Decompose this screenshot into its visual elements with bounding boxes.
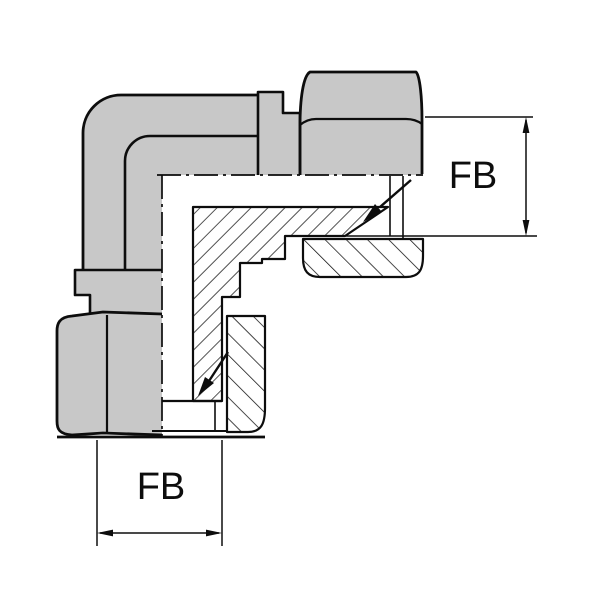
section-hatching [191, 205, 425, 434]
elbow-inner-contour [123, 134, 258, 270]
bottom-swivel-nut [57, 312, 162, 435]
dimension-label-fb-top: FB [449, 155, 498, 197]
body-outlines [55, 70, 424, 439]
arrow-right-icon [206, 529, 222, 537]
dimension-label-fb-bottom: FB [137, 466, 186, 508]
seal-arrow-top [363, 179, 412, 222]
arrow-up-icon [522, 117, 530, 133]
arrow-down-icon [522, 220, 530, 236]
top-nut-hex-edge [299, 117, 423, 126]
bottom-neck [90, 295, 162, 314]
arrow-left-icon [97, 529, 113, 537]
top-swivel-nut [300, 72, 422, 175]
top-neck [283, 113, 300, 175]
bottom-nut-outline [55, 310, 163, 437]
top-nut-outline [298, 70, 424, 175]
top-collar [258, 92, 283, 175]
bottom-nut-section [225, 314, 267, 434]
bottom-collar [75, 270, 162, 295]
top-nut-section [301, 237, 425, 279]
seal-arrow-bottom [198, 351, 230, 396]
dimension-fb-top: FB [342, 116, 537, 237]
dimension-fb-bottom: FB [96, 440, 223, 546]
elbow-body [75, 92, 300, 314]
